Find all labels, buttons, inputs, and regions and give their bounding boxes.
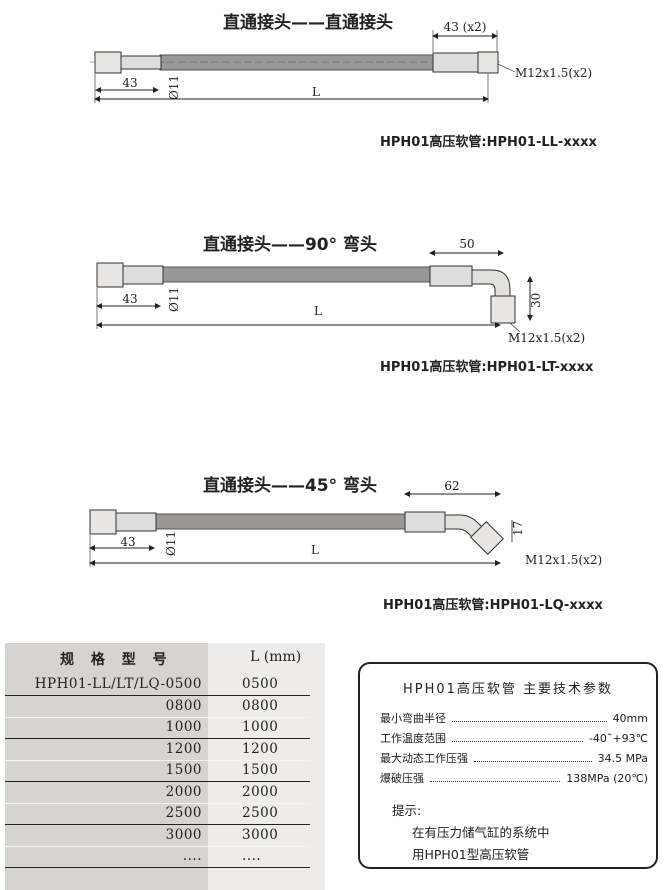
table-row: 1200 1200 — [5, 739, 310, 761]
diagram-title: 直通接头——直通接头 — [223, 12, 393, 33]
drop-dimension: 30 — [529, 293, 543, 308]
header-length: L (mm) — [250, 649, 302, 665]
spec-row: 工作温度范围 -40˜+93℃ — [380, 730, 648, 746]
specs-title: HPH01高压软管 主要技术参数 — [402, 682, 614, 697]
drop-dimension: 17 — [511, 521, 525, 536]
leader-dots — [452, 714, 607, 722]
length-cell: 2000 — [242, 783, 279, 800]
spec-name: 最大动态工作压强 — [380, 752, 468, 765]
fitting-dimension: 43 (x2) — [444, 20, 487, 34]
spec-row: 爆破压强 138MPa (20℃) — [380, 770, 648, 786]
left-dimension: 43 — [122, 292, 137, 306]
length-dimension: L — [312, 85, 320, 99]
fitting-dimension: 50 — [459, 237, 474, 251]
diameter-dimension: Ø11 — [167, 75, 181, 100]
table-row: 1500 1500 — [5, 760, 310, 782]
length-cell: 1500 — [242, 762, 279, 778]
model-cell: 2000 — [165, 783, 202, 800]
thread-spec: M12x1.5(x2) — [508, 331, 585, 345]
table-row: ........ — [5, 846, 310, 868]
model-cell: 1000 — [165, 719, 202, 735]
table-row: 2000 2000 — [5, 782, 310, 804]
spec-value: 40mm — [612, 711, 648, 725]
tech-params-box: HPH01高压软管 主要技术参数 最小弯曲半径 40mm 工作温度范围 -40˜+93… — [358, 662, 658, 869]
length-dimension: L — [314, 304, 322, 318]
table-row: 3000 3000 — [5, 825, 310, 847]
diameter-dimension: Ø11 — [164, 531, 178, 556]
model-label: HPH01高压软管:HPH01-LL-xxxx — [380, 134, 597, 150]
spec-row: 最大动态工作压强 34.5 MPa — [380, 750, 648, 766]
spec-length-table: 规 格 型 号 L (mm) HPH01-LL/LT/LQ-0500 0500 08… — [5, 643, 325, 890]
table-row: 2500 2500 — [5, 803, 310, 825]
spec-value: 138MPa (20℃) — [566, 771, 648, 785]
thread-spec: M12x1.5(x2) — [515, 66, 592, 80]
length-dimension: L — [311, 543, 319, 557]
tip-line: 用HPH01型高压软管 — [412, 847, 530, 862]
model-cell: 1500 — [165, 762, 202, 778]
length-cell: 1000 — [242, 719, 279, 735]
table-row: 1000 1000 — [5, 717, 310, 739]
length-cell: .... — [242, 848, 262, 864]
leader-dots — [430, 774, 561, 782]
diagram-straight-45-elbow: 直通接头——45° 弯头 62 17 M12x1.5(x2) 43 Ø11 L … — [89, 475, 603, 613]
diagram-straight-90-elbow: 直通接头——90° 弯头 50 30 M12x1.5(x2) 43 Ø11 L … — [96, 234, 594, 375]
fitting-dimension: 62 — [444, 479, 459, 493]
length-cell: 3000 — [242, 826, 279, 843]
leader-dots — [474, 754, 592, 762]
left-dimension: 43 — [122, 76, 137, 90]
spec-name: 最小弯曲半径 — [380, 712, 446, 725]
leader-dots — [452, 734, 583, 742]
thread-spec: M12x1.5(x2) — [525, 553, 602, 567]
spec-value: -40˜+93℃ — [588, 731, 648, 745]
spec-value: 34.5 MPa — [597, 751, 648, 765]
diagram-straight-straight: 直通接头——直通接头 43 (x2) M12x1.5(x2) 43 Ø11 L … — [90, 12, 597, 150]
model-cell: .... — [182, 848, 202, 864]
diameter-dimension: Ø11 — [167, 287, 181, 312]
diagram-title: 直通接头——45° 弯头 — [203, 475, 377, 496]
length-cell: 1200 — [242, 740, 279, 757]
length-cell: 2500 — [242, 805, 279, 821]
table-row: 0800 0800 — [5, 696, 310, 718]
spec-row: 最小弯曲半径 40mm — [380, 710, 648, 726]
length-cell: 0800 — [242, 697, 279, 714]
spec-name: 爆破压强 — [380, 772, 424, 785]
left-dimension: 43 — [120, 535, 135, 549]
model-cell: 0800 — [165, 697, 202, 714]
model-label: HPH01高压软管:HPH01-LT-xxxx — [380, 359, 594, 375]
hose-diagrams: 直通接头——直通接头 43 (x2) M12x1.5(x2) 43 Ø11 L … — [89, 12, 603, 613]
tip-label: 提示: — [392, 803, 422, 818]
model-cell: 1200 — [165, 740, 202, 757]
model-cell: 2500 — [165, 805, 202, 821]
spec-name: 工作温度范围 — [380, 732, 446, 745]
model-label: HPH01高压软管:HPH01-LQ-xxxx — [383, 597, 603, 613]
tip-line: 在有压力储气缸的系统中 — [412, 825, 550, 840]
table-row: HPH01-LL/LT/LQ-0500 0500 — [5, 674, 310, 696]
header-model: 规 格 型 号 — [60, 652, 173, 668]
model-cell: 3000 — [165, 826, 202, 843]
length-cell: 0500 — [242, 676, 279, 692]
diagram-title: 直通接头——90° 弯头 — [203, 234, 377, 255]
model-cell: HPH01-LL/LT/LQ-0500 — [34, 676, 202, 692]
